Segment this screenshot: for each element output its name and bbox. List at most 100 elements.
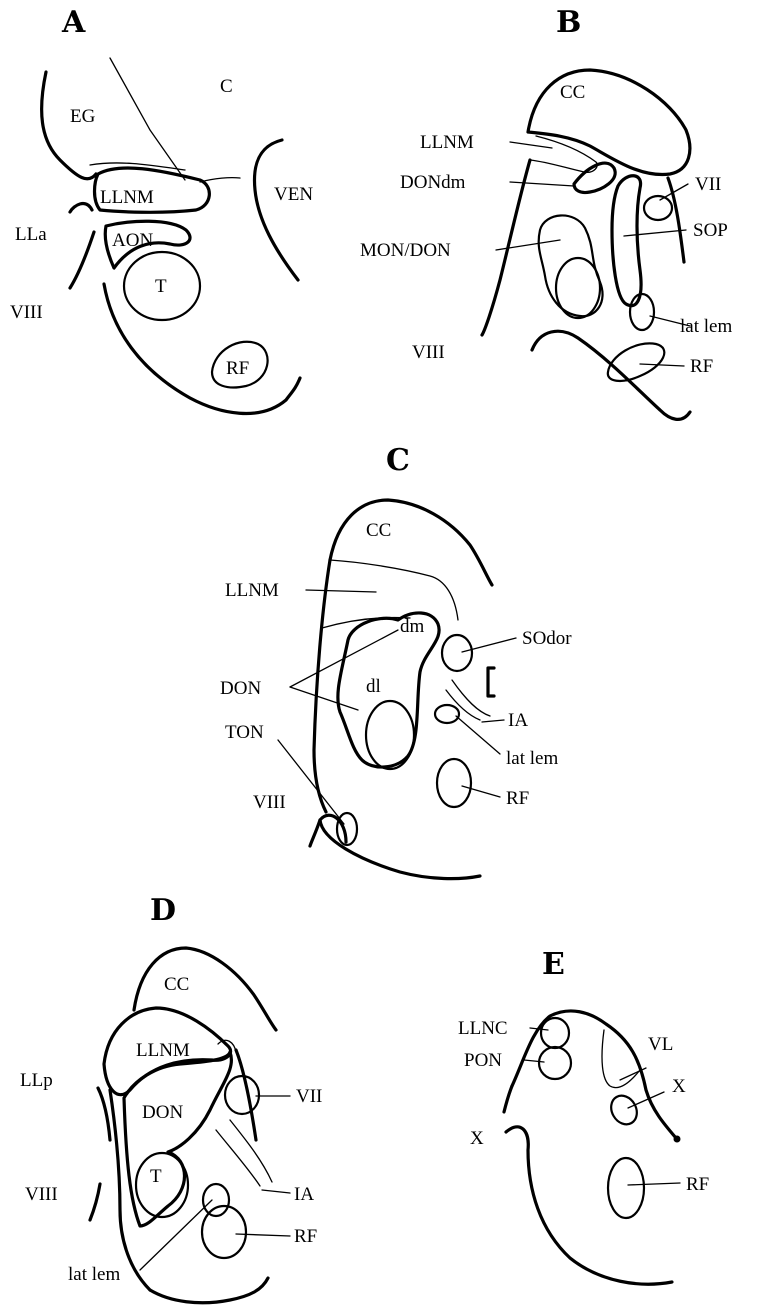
panel-c-llnm-lower [330,560,458,620]
panel-d-label-llp: LLp [20,1070,53,1091]
panel-b-latlem-nucleus [630,294,654,330]
panel-e-label-x-right: X [672,1076,686,1097]
panel-a-label-rf: RF [226,358,249,379]
panel-c-label-cc: CC [366,520,391,541]
panel-d-label-don: DON [142,1102,183,1123]
panel-b-body-outline [532,331,690,419]
panel-b-leader-rf [640,364,684,366]
panel-c-label-viii: VIII [253,792,286,813]
panel-b-llnm-outline [530,136,597,172]
panel-c-label-llnm: LLNM [225,580,279,601]
panel-e-letter: E [542,947,565,982]
panel-d-ia-fiber-1 [216,1130,260,1186]
panel-e-pon-nucleus [539,1047,571,1079]
panel-d-t-nucleus [136,1153,188,1217]
panel-c-body-left [310,820,320,846]
panel-e-leader-rf [628,1183,680,1185]
panel-a-label-lla: LLa [15,224,47,245]
panel-d-right-outline [236,1050,256,1140]
panel-b-label-dondm: DONdm [400,172,466,193]
panel-a-label-t: T [155,276,167,297]
panel-a-ven-outline [254,140,298,280]
panel-c-leader-don-dl [290,687,358,710]
panel-d-leader-rf [236,1234,290,1236]
panel-d-leader-ia [262,1190,290,1193]
panel-b-label-viii: VIII [412,342,445,363]
panel-a-eg-boundary [110,58,185,180]
panel-b-label-cc: CC [560,82,585,103]
panel-a-letter: A [61,5,86,40]
panel-d-viii-line [90,1184,100,1220]
panel-e-end-dot [674,1136,681,1143]
panel-e-rf-nucleus [608,1158,644,1218]
panel-d-label-rf: RF [294,1226,317,1247]
panel-c-sodor-nucleus [442,635,472,671]
panel-d-label-latlem: lat lem [68,1264,120,1285]
panel-c-label-ia: IA [508,710,528,731]
panel-e-x-nucleus [606,1091,642,1129]
panel-e-label-llnc: LLNC [458,1018,508,1039]
panel-b-letter: B [556,5,581,40]
panel-c-label-ton: TON [225,722,264,743]
panel-b-leader-llnm [510,142,552,148]
panel-e-label-pon: PON [464,1050,502,1071]
panel-b-label-llnm: LLNM [420,132,474,153]
panel-c-letter: C [386,443,410,478]
panel-e-left-outline [504,1086,512,1112]
panel-d-label-vii: VII [296,1086,322,1107]
panel-d-outer-bottom [150,1278,268,1303]
panel-d-label-viii: VIII [25,1184,58,1205]
panel-b-rf-nucleus [608,343,664,381]
panel-b-leader-sop [624,230,686,236]
panel-e-label-rf: RF [686,1174,709,1195]
panel-c-leader-ton [278,740,344,824]
panel-d-letter: D [150,893,176,928]
panel-e-top-outline [512,1011,676,1138]
panel-b-leader-mondon [496,240,560,250]
panel-a-body-outline [104,284,300,413]
panel-a-lla-line [70,204,92,212]
panel-c-bracket [488,668,494,696]
panel-e-label-x-left: X [470,1128,484,1149]
panel-b-label-sop: SOP [693,220,728,241]
panel-b-label-vii: VII [695,174,721,195]
panel-b-cc-outline [528,70,690,175]
panel-c-leader-llnm [306,590,376,592]
panel-c-latlem-nucleus [435,705,459,723]
panel-a-label-ven: VEN [274,184,313,205]
panel-c-label-dl: dl [366,676,381,697]
panel-d: D CC LLNM LLp DON VII T VIII IA RF lat l… [20,893,322,1303]
panel-b-label-latlem: lat lem [680,316,732,337]
panel-b-leader-dondm [510,182,574,186]
panel-c-label-rf: RF [506,788,529,809]
panel-c-outer-left [314,560,330,812]
panel-c-label-sodor: SOdor [522,628,572,649]
panel-a-label-viii: VIII [10,302,43,323]
panel-b-vii-nucleus [644,196,672,220]
panel-b-label-rf: RF [690,356,713,377]
panel-d-latlem-nucleus [203,1184,229,1216]
panel-c-leader-don-dm [290,630,398,687]
panel-b-dondm-outline [574,163,615,192]
panel-a-lateral-outline [70,232,94,288]
panel-d-label-t: T [150,1166,162,1187]
panel-b-sop-outline [612,176,641,306]
panel-b-outer-left [482,160,530,335]
panel-d-don-outline [124,1052,231,1226]
panel-e-body-outline [506,1127,672,1284]
panel-a-llnm-tail [200,178,240,182]
panel-d-vii-nucleus [225,1076,259,1114]
panel-d-label-cc: CC [164,974,189,995]
panel-a-label-aon: AON [112,230,153,251]
panel-d-label-ia: IA [294,1184,314,1205]
panel-e-leader-pon [524,1060,544,1062]
panel-c: C CC LLNM dm SOdor DON dl TON IA lat le [220,443,572,879]
panel-b: B CC LLNM DONdm VII MON/DON SOP lat lem … [360,5,732,419]
panel-b-label-mondon: MON/DON [360,240,451,261]
panel-c-leader-latlem [456,716,500,754]
panel-c-label-dm: dm [400,616,425,637]
panel-a: A EG C LLNM VEN LLa AON T VIII RF [10,5,313,413]
panel-d-cc-outline [134,948,276,1030]
panel-e: E LLNC VL PON X X RF [458,947,709,1284]
